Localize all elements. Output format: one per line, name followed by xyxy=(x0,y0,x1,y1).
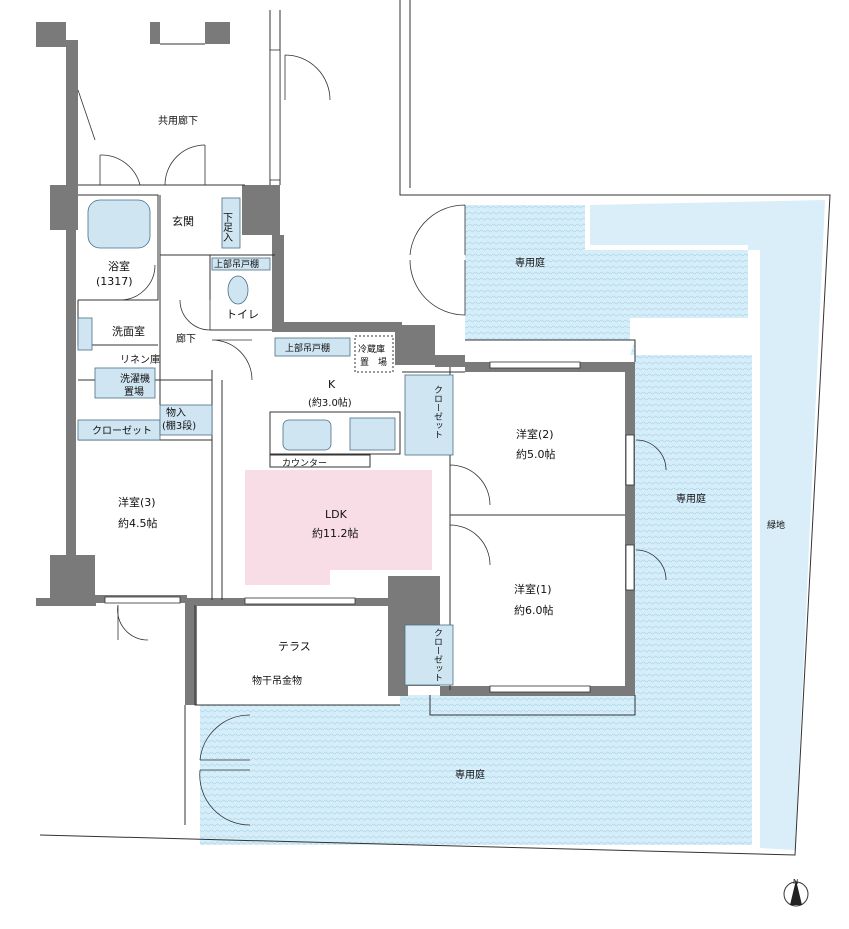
label-upper-cabinet-kitchen: 上部吊戸棚 xyxy=(285,342,330,354)
label-counter: カウンター xyxy=(282,458,327,469)
label-terrace: テラス xyxy=(278,640,311,653)
upper-cabinet-toilet-box xyxy=(211,257,271,271)
upper-cabinet-kitchen-box xyxy=(274,337,351,357)
label-room3-size: 約4.5帖 xyxy=(118,516,158,530)
label-garden-top: 専用庭 xyxy=(515,256,545,269)
fridge-box xyxy=(354,335,394,373)
label-linen: リネン庫 xyxy=(120,353,160,366)
label-closet-1: クローゼット xyxy=(432,628,443,682)
sink xyxy=(282,419,332,451)
label-kitchen: K xyxy=(328,378,336,391)
label-entrance: 玄関 xyxy=(172,214,194,228)
garden-bottom-area xyxy=(200,705,400,845)
label-closet-3: クローゼット xyxy=(92,425,152,437)
bathtub xyxy=(87,199,151,249)
closet-1-box xyxy=(404,624,454,686)
closet-2-box xyxy=(404,374,454,456)
label-washroom: 洗面室 xyxy=(112,324,145,338)
north-arrow xyxy=(783,880,809,907)
label-kitchen-size: (約3.0帖) xyxy=(308,396,352,409)
label-toilet: トイレ xyxy=(226,308,259,321)
storage-box xyxy=(159,404,213,436)
garden-areas xyxy=(200,200,825,850)
label-storage-shelves: (棚3段) xyxy=(162,419,196,432)
fixtures xyxy=(77,197,454,686)
shoe-storage-box xyxy=(221,197,241,249)
label-storage: 物入 xyxy=(166,406,186,419)
label-ldk-size: 約11.2帖 xyxy=(312,526,359,540)
garden-top-area xyxy=(465,205,748,340)
label-closet-2: クローゼット xyxy=(432,385,443,439)
labels: 共用廊下 玄関 下足入 浴室 (1317) 上部吊戸棚 トイレ 洗面室 廊下 リ… xyxy=(92,114,798,886)
label-bath-size: (1317) xyxy=(96,275,133,288)
green-strip-area xyxy=(590,200,825,850)
label-garden-right: 専用庭 xyxy=(676,492,706,505)
label-room2-size: 約5.0帖 xyxy=(516,447,556,461)
site-outline xyxy=(39,0,831,856)
label-room3: 洋室(3) xyxy=(118,495,156,509)
label-garden-bottom: 専用庭 xyxy=(455,768,485,781)
doors xyxy=(77,54,667,826)
label-bath: 浴室 xyxy=(108,259,130,273)
label-room1: 洋室(1) xyxy=(514,582,552,596)
washer-box xyxy=(94,367,156,399)
label-washer-place: 置場 xyxy=(124,385,144,398)
toilet-bowl xyxy=(227,275,249,305)
label-room1-size: 約6.0帖 xyxy=(514,603,554,617)
label-washer: 洗濯機 xyxy=(120,372,150,385)
ldk-highlight xyxy=(245,470,432,585)
counter-bar xyxy=(269,454,371,468)
label-room2: 洋室(2) xyxy=(516,427,554,441)
label-ldk: LDK xyxy=(325,508,348,521)
label-fridge-place: 置 場 xyxy=(360,356,387,368)
label-common-corridor: 共用廊下 xyxy=(158,114,198,127)
label-shoe-storage: 下足入 xyxy=(221,212,233,242)
label-upper-cabinet-toilet: 上部吊戸棚 xyxy=(214,258,259,270)
label-north: N xyxy=(793,878,798,886)
washbasin xyxy=(77,317,93,351)
windows xyxy=(104,49,635,693)
label-clothes-hanger: 物干吊金物 xyxy=(252,674,302,687)
label-green-area: 緑地 xyxy=(767,519,785,531)
label-hallway: 廊下 xyxy=(176,332,196,345)
stove xyxy=(349,417,396,451)
label-fridge: 冷蔵庫 xyxy=(358,343,385,355)
